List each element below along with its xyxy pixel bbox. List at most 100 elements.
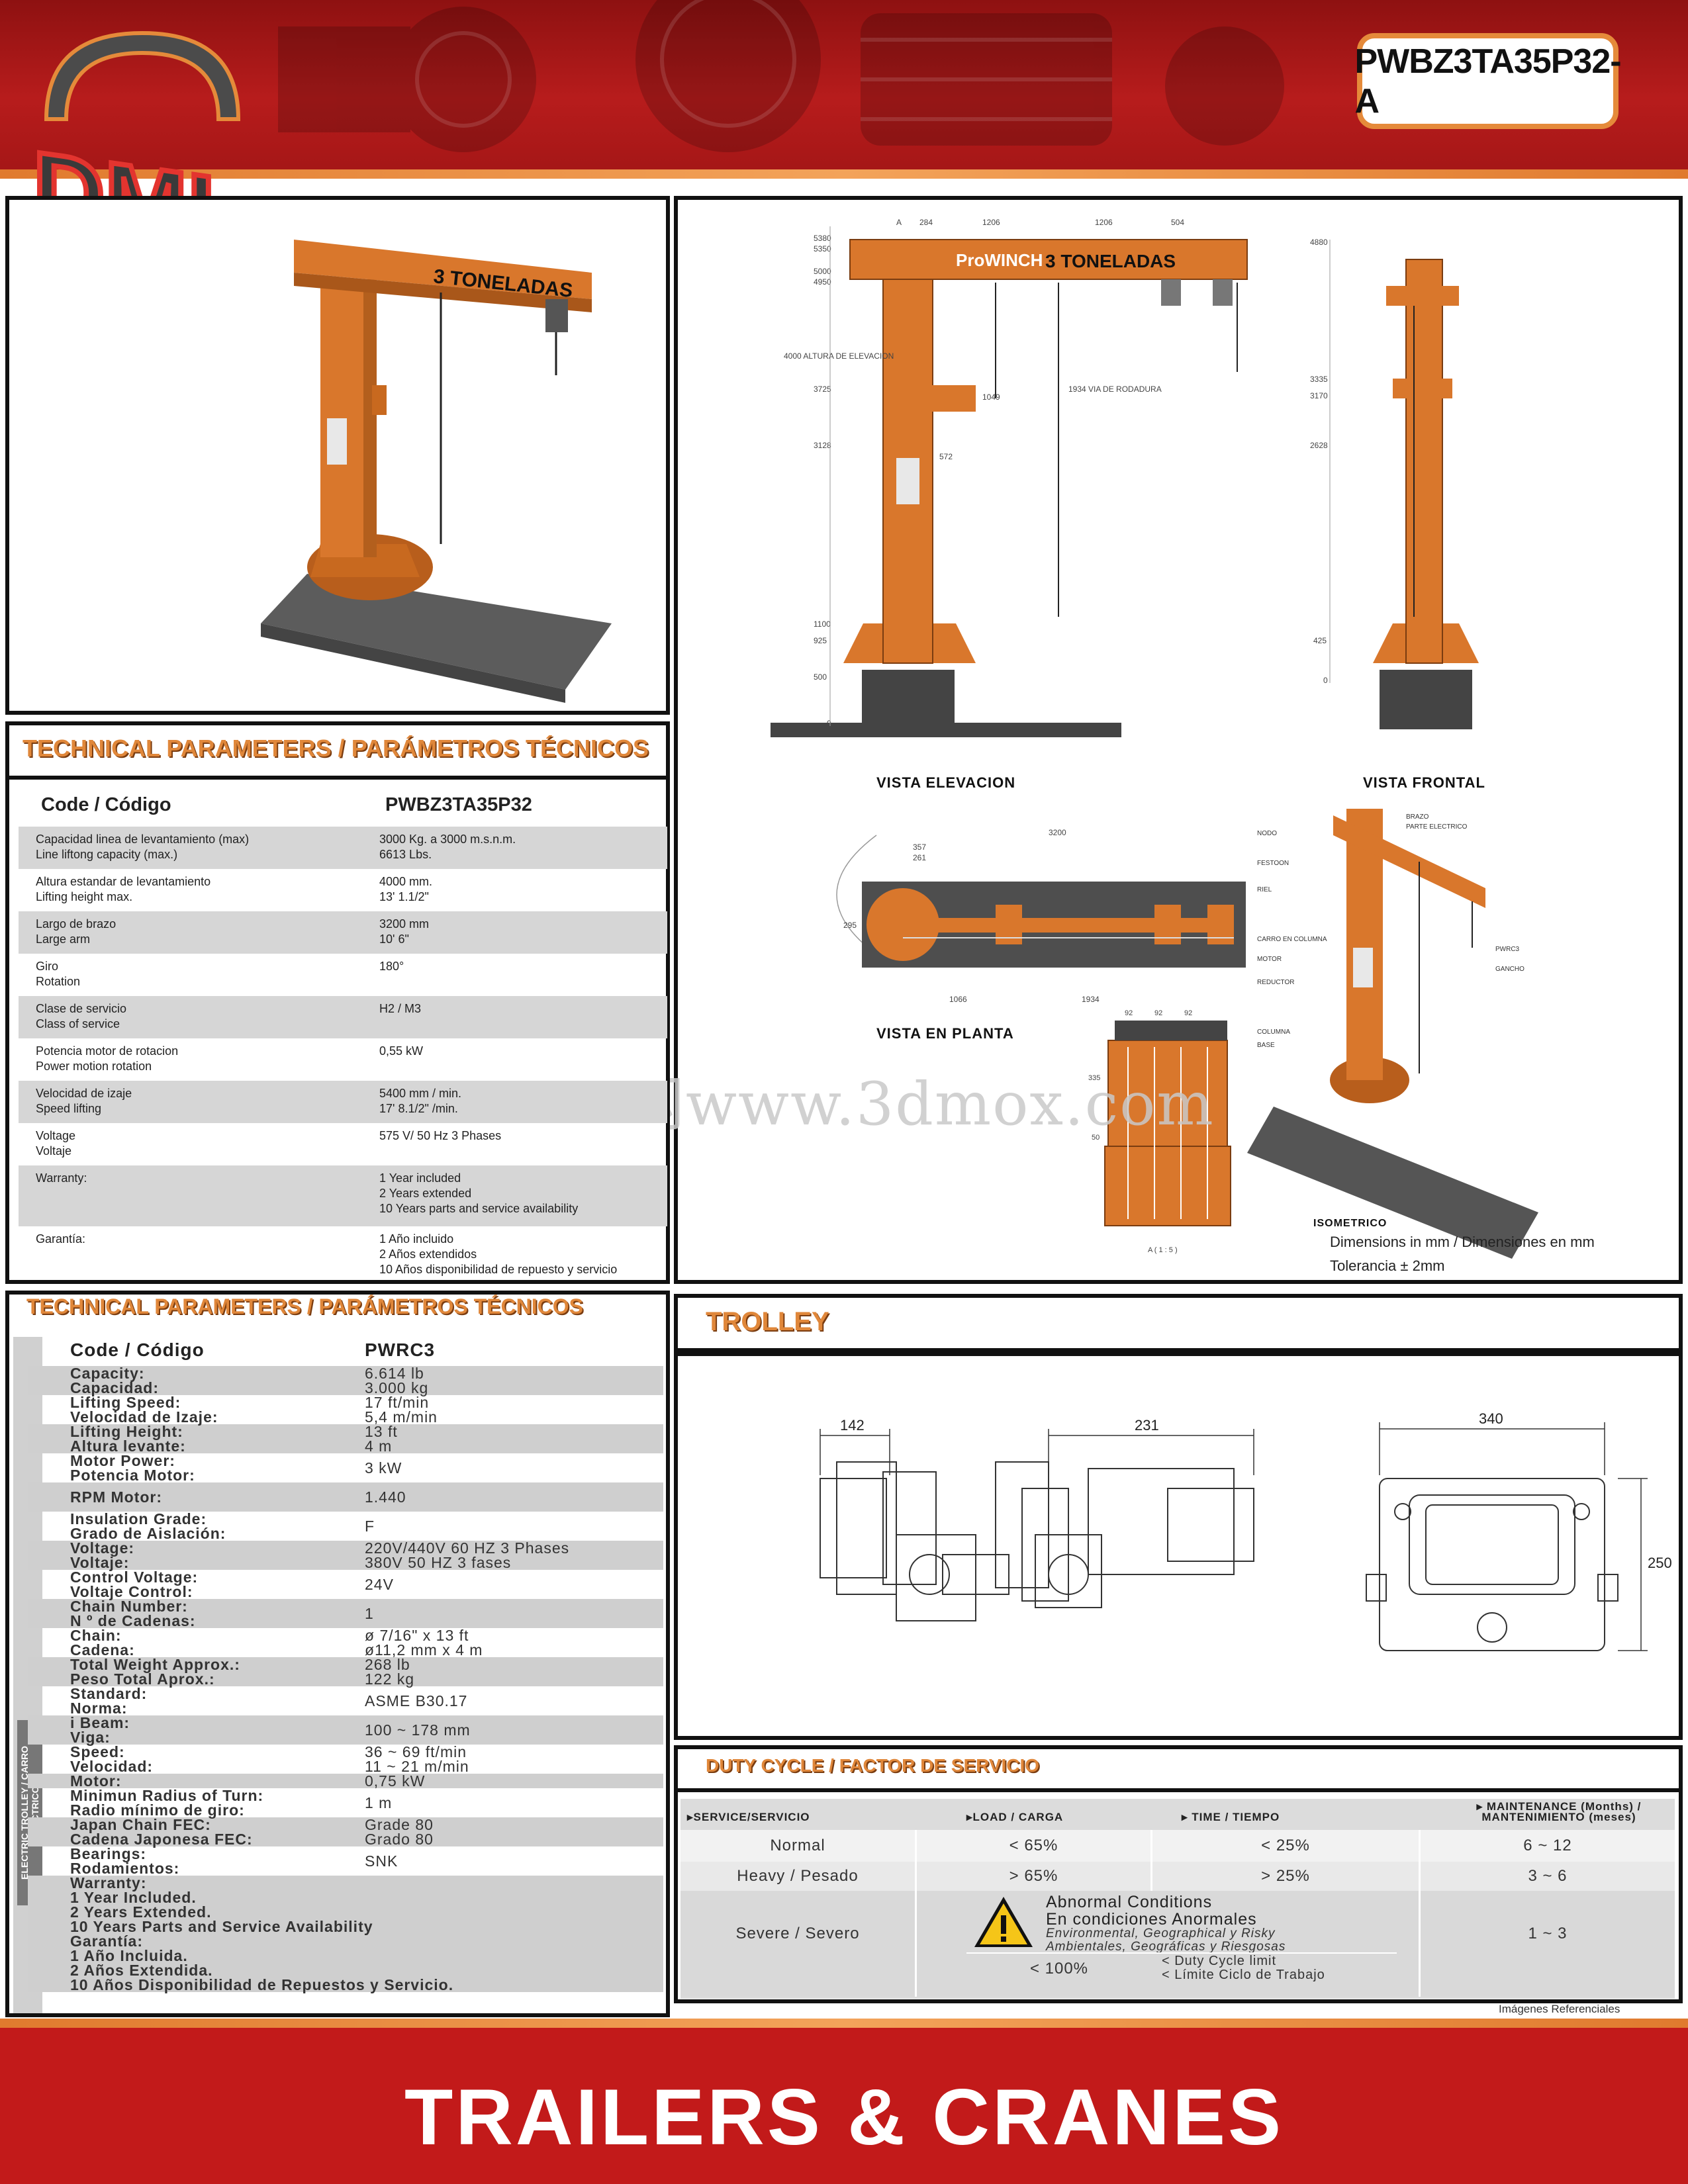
tech-params-title-2: TECHNICAL PARAMETERS / PARÁMETROS TÉCNIC… [26,1295,583,1318]
tech1-value: 575 V/ 50 Hz 3 Phases [379,1129,502,1142]
tech2-key: Speed: Velocidad: [70,1743,154,1775]
label-vista-frontal: VISTA FRONTAL [1363,774,1485,791]
tech2-key: Warranty: 1 Year Included. 2 Years Exten… [70,1874,454,1993]
iso-label-1: PARTE ELECTRICO [1406,823,1468,831]
tech2-row: Japan Chain FEC: Cadena Japonesa FEC:Gra… [28,1816,663,1848]
tech2-row: Insulation Grade: Grado de Aislación:F [28,1512,663,1541]
tech2-row: Standard: Norma: ASME B30.17 [28,1685,663,1717]
tech2-row: Warranty: 1 Year Included. 2 Years Exten… [28,1874,663,1993]
tech2-key: Voltage: Voltaje: [70,1539,135,1571]
duty-header-load: ▸LOAD / CARGA [966,1811,1064,1823]
dim-left-2: 5000 [814,267,831,276]
tech2-row: Voltage: Voltaje:220V/440V 60 HZ 3 Phase… [28,1541,663,1570]
tech2-row: Motor Power: Potencia Motor:3 kW [28,1453,663,1483]
tech2-key: Standard: Norma: [70,1685,148,1717]
tech1-key: Altura estandar de levantamiento Lifting… [36,875,211,903]
duty-severe-load: < 100% [1029,1960,1089,1978]
plan-dim-5: 1934 [1082,995,1100,1004]
iso-label-3: FESTOON [1257,860,1289,867]
duty-row-severe-bg [680,1891,1675,1997]
duty-title-rule [674,1788,1683,1792]
tech2-key: Motor: [70,1772,122,1790]
tech2-key: i Beam: Viga: [70,1714,130,1746]
dim-left-4: 4000 ALTURA DE ELEVACION [784,351,894,361]
dim-front-4: 425 [1313,636,1327,645]
tech1-key: Giro Rotation [36,960,81,988]
tech2-row: Speed: Velocidad: 36 ~ 69 ft/min 11 ~ 21 … [28,1745,663,1774]
duty-header-time: ▸ TIME / TIEMPO [1182,1811,1280,1823]
tech2-key: Chain: Cadena: [70,1627,135,1659]
tech2-row: Capacity: Capacidad:6.614 lb 3.000 kg [28,1365,663,1396]
plan-dim-1: 357 [913,842,926,852]
tech2-value: Grade 80 Grado 80 [365,1816,434,1848]
tech1-code-value: PWBZ3TA35P32 [385,794,532,815]
tech2-value: ASME B30.17 [365,1692,468,1709]
tech1-row: Warranty:1 Year included 2 Years extende… [19,1165,667,1226]
detail-dim-0: 92 [1125,1009,1133,1017]
tech2-row: Lifting Speed: Velocidad de Izaje: 17 ft/… [28,1394,663,1426]
trolley-title-panel [674,1294,1683,1352]
tech2-row: Minimun Radius of Turn: Radio mínimo de … [28,1788,663,1818]
dim-top-0: A [896,218,902,227]
dim-front-5: 0 [1323,676,1328,685]
duty-header-maint: ▸ MAINTENANCE (Months) / MANTENIMIENTO (… [1476,1800,1642,1823]
trolley-dim-0: 142 [840,1417,865,1433]
tech1-value: 3200 mm 10' 6" [379,917,430,946]
duty-severe-time: < Duty Cycle limit < Límite Ciclo de Tra… [1162,1954,1325,1982]
tech2-key: Lifting Height: Altura levante: [70,1423,186,1455]
duty-heavy-load: > 65% [1009,1867,1058,1885]
tech2-key: Lifting Speed: Velocidad de Izaje: [70,1394,218,1426]
tech2-row: Lifting Height: Altura levante:13 ft 4 m [28,1423,663,1455]
detail-view: 92 92 92 335 50 A ( 1 : 5 ) [1088,1009,1231,1254]
abnormal-es: En condiciones Anormales [1046,1910,1257,1929]
tech2-key: Chain Number: N º de Cadenas: [70,1598,196,1629]
tech1-code-row: Code / Código PWBZ3TA35P32 [19,781,667,827]
iso-label-5: CARRO EN COLUMNA [1257,936,1327,943]
tech1-value: 4000 mm. 13' 1.1/2" [379,875,433,903]
trolley-title: TROLLEY [706,1307,829,1336]
duty-header-service: ▸SERVICE/SERVICIO [687,1811,810,1823]
tech1-row: Capacidad linea de levantamiento (max) L… [19,827,667,869]
tech1-value: 1 Año incluido 2 Años extendidos 10 Años… [379,1232,618,1276]
product-code-badge: PWBZ3TA35P32-A [1354,33,1622,129]
detail-dim-1: 92 [1154,1009,1162,1017]
tech2-value: F [365,1518,375,1535]
dim-front-0: 4880 [1310,238,1328,247]
dim-front-3: 2628 [1310,441,1328,450]
duty-normal-load: < 65% [1009,1837,1058,1854]
dim-left-3: 4950 [814,277,831,287]
dim-left-10: 0 [827,719,831,728]
tech-params-table-1: Code / Código PWBZ3TA35P32 Capacidad lin… [19,781,667,1287]
tech2-value: 17 ft/min 5,4 m/min [365,1394,438,1426]
tech2-key: Bearings: Rodamientos: [70,1845,180,1877]
tech2-value: SNK [365,1852,399,1870]
tech2-key: Capacity: Capacidad: [70,1365,159,1396]
footer-banner: TRAILERS & CRANES [0,2019,1688,2184]
crane-render-panel: 3 TONELADAS [5,196,670,715]
elevation-banner-text: 3 TONELADAS [1045,251,1176,271]
isometric-view: BRAZO PARTE ELECTRICO NODO FESTOON RIEL … [1247,809,1538,1259]
tech2-value: 1 [365,1605,374,1622]
tech2-code-row: Code / Código PWRC3 [28,1337,663,1366]
tech2-key: Control Voltage: Voltaje Control: [70,1569,199,1600]
detail-scale: A ( 1 : 5 ) [1148,1246,1178,1254]
iso-label-11: BASE [1257,1042,1275,1049]
dim-left-0: 5380 [814,234,831,243]
tech2-row: Control Voltage: Voltaje Control:24V [28,1569,663,1600]
detail-dim-3: 335 [1088,1074,1100,1082]
tech1-key: Capacidad linea de levantamiento (max) L… [36,833,250,861]
dim-left-1: 5350 [814,244,831,253]
tech2-value: 36 ~ 69 ft/min 11 ~ 21 m/min [365,1743,469,1775]
tech2-code-value: PWRC3 [365,1340,436,1360]
elevation-brand-text: ProWINCH [956,250,1043,270]
iso-label-7: REDUCTOR [1257,979,1294,986]
trolley-drawing: 142 231 340 250 [820,1410,1672,1651]
label-isometrico: ISOMETRICO [1313,1218,1387,1229]
duty-col-sep-1 [915,1830,917,1997]
tech2-key: Total Weight Approx.: Peso Total Aprox.: [70,1656,240,1688]
dim-left-9: 500 [814,672,827,682]
dimensions-note: Dimensions in mm / Dimensiones en mm [1330,1234,1595,1250]
